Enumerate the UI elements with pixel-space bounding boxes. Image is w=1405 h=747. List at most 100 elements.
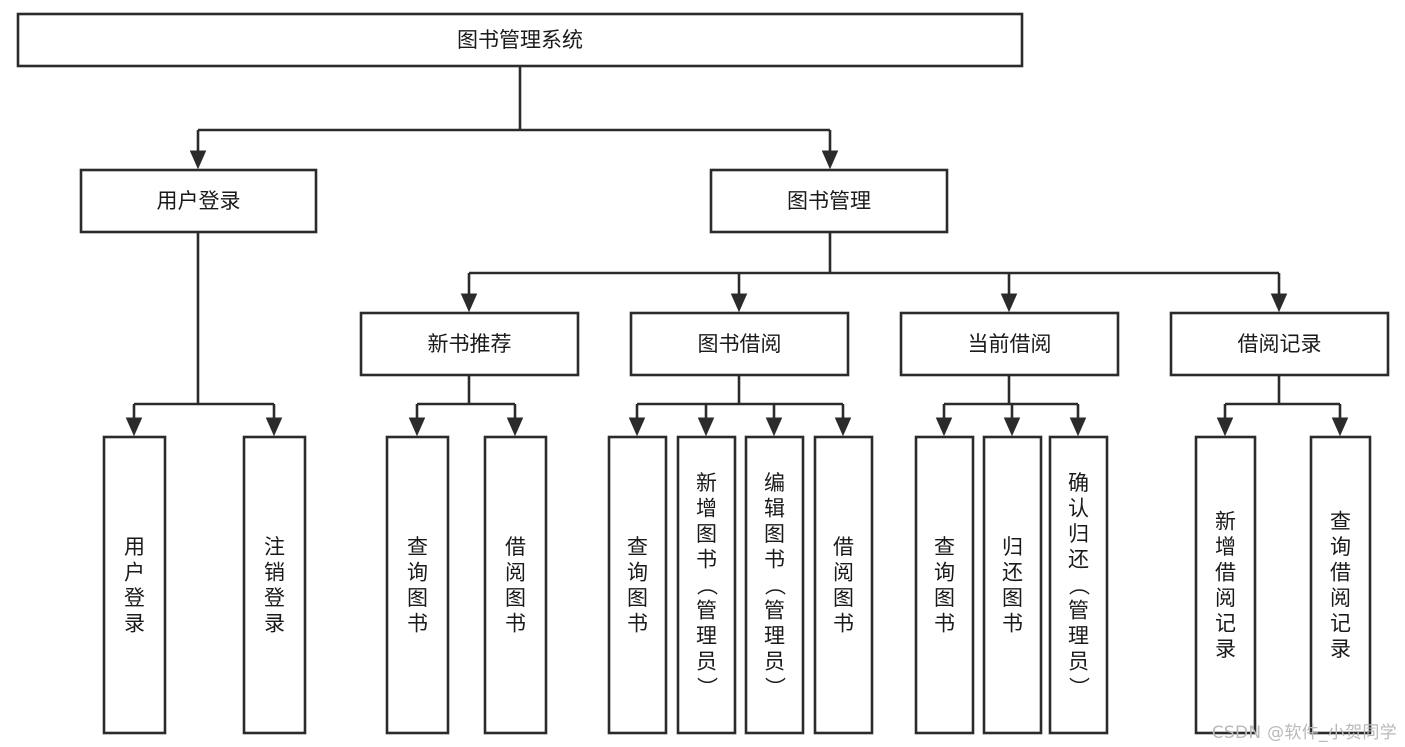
node-user-login[interactable]: 用户登录 (79, 168, 318, 234)
node-label-book-borrow: 图书借阅 (698, 332, 782, 356)
node-label-char-leaf-query-book-current-2: 图 (934, 586, 955, 610)
node-box-new-book-recommend (359, 311, 580, 377)
node-label-char-leaf-borrow-book-new-1: 阅 (505, 560, 526, 584)
node-new-book-recommend[interactable]: 新书推荐 (359, 311, 580, 377)
node-label-char-leaf-query-book-current-1: 询 (934, 560, 955, 584)
node-box-leaf-query-book-borrow (607, 435, 668, 735)
node-label-char-leaf-query-borrow-record-5: 录 (1330, 637, 1351, 661)
node-label-char-leaf-query-book-new-3: 书 (407, 611, 428, 635)
node-label-char-leaf-logout-3: 录 (264, 611, 285, 635)
node-label-char-leaf-add-book-admin-7: 员 (696, 650, 717, 674)
node-label-char-leaf-borrow-book-3: 书 (833, 611, 854, 635)
node-label-char-leaf-edit-book-admin-8: ） (763, 677, 787, 698)
arrow-to-current-borrow (1000, 293, 1018, 313)
node-label-char-leaf-edit-book-admin-2: 图 (764, 522, 785, 546)
node-label-char-leaf-edit-book-admin-3: 书 (764, 548, 785, 572)
node-box-leaf-query-book-new (385, 435, 450, 735)
node-label-char-leaf-add-book-admin-6: 理 (696, 624, 717, 648)
node-label-char-leaf-edit-book-admin-0: 编 (764, 471, 785, 495)
node-label-char-leaf-confirm-return-admin-1: 认 (1068, 497, 1089, 521)
arrow-to-leaf-query-borrow-record (1331, 417, 1349, 437)
node-label-root: 图书管理系统 (457, 28, 583, 52)
node-label-char-leaf-edit-book-admin-6: 理 (764, 624, 785, 648)
arrow-to-leaf-query-book-new (408, 417, 426, 437)
node-label-char-leaf-confirm-return-admin-0: 确 (1068, 471, 1089, 495)
node-label-char-leaf-query-borrow-record-2: 借 (1330, 560, 1351, 584)
node-label-char-leaf-query-book-new-2: 图 (407, 586, 428, 610)
node-label-char-leaf-query-book-borrow-1: 询 (627, 560, 648, 584)
node-book-management[interactable]: 图书管理 (709, 168, 949, 234)
node-label-user-login: 用户登录 (157, 189, 241, 213)
arrow-to-leaf-add-book-admin (697, 417, 715, 437)
node-box-leaf-logout (242, 435, 307, 735)
arrow-to-leaf-borrow-book-new (506, 417, 524, 437)
node-box-leaf-borrow-book (813, 435, 874, 735)
node-book-borrow[interactable]: 图书借阅 (629, 311, 850, 377)
arrow-to-borrow-records (1270, 293, 1288, 313)
arrow-to-leaf-return-book (1003, 417, 1021, 437)
node-label-char-leaf-add-borrow-record-1: 增 (1215, 535, 1236, 559)
node-label-char-leaf-add-book-admin-3: 书 (696, 548, 717, 572)
node-label-char-leaf-borrow-book-new-3: 书 (505, 611, 526, 635)
node-box-current-borrow (899, 311, 1120, 377)
node-borrow-records[interactable]: 借阅记录 (1169, 311, 1390, 377)
node-label-char-leaf-add-book-admin-2: 图 (696, 522, 717, 546)
node-leaf-user-login[interactable]: 用户登录 (102, 435, 167, 735)
node-layer: 图书管理系统用户登录图书管理新书推荐图书借阅当前借阅借阅记录用户登录注销登录查询… (16, 12, 1390, 735)
node-label-char-leaf-query-book-new-1: 询 (407, 560, 428, 584)
node-label-char-leaf-borrow-book-2: 图 (833, 586, 854, 610)
arrow-to-leaf-add-borrow-record (1216, 417, 1234, 437)
node-box-book-borrow (629, 311, 850, 377)
node-label-char-leaf-borrow-book-1: 阅 (833, 560, 854, 584)
node-label-char-leaf-confirm-return-admin-3: 还 (1068, 548, 1089, 572)
node-box-leaf-add-borrow-record (1194, 435, 1257, 735)
arrow-to-user-login (189, 150, 207, 170)
node-box-borrow-records (1169, 311, 1390, 377)
node-label-char-leaf-confirm-return-admin-6: 理 (1068, 624, 1089, 648)
node-box-leaf-user-login (102, 435, 167, 735)
node-root[interactable]: 图书管理系统 (16, 12, 1024, 68)
node-label-char-leaf-confirm-return-admin-2: 归 (1068, 522, 1089, 546)
node-label-char-leaf-return-book-2: 图 (1002, 586, 1023, 610)
node-box-leaf-edit-book-admin (744, 435, 805, 735)
node-label-char-leaf-query-book-borrow-0: 查 (627, 535, 648, 559)
node-box-leaf-borrow-book-new (483, 435, 548, 735)
node-label-char-leaf-edit-book-admin-1: 辑 (764, 497, 785, 521)
node-box-leaf-return-book (982, 435, 1043, 735)
node-box-user-login (79, 168, 318, 234)
arrow-to-leaf-query-book-current (935, 417, 953, 437)
node-label-char-leaf-logout-0: 注 (264, 535, 285, 559)
watermark-label: CSDN @软件_小贺同学 (1211, 723, 1397, 743)
node-box-leaf-confirm-return-admin (1048, 435, 1109, 735)
node-current-borrow[interactable]: 当前借阅 (899, 311, 1120, 377)
node-label-char-leaf-return-book-1: 还 (1002, 560, 1023, 584)
arrow-to-leaf-confirm-return-admin (1069, 417, 1087, 437)
node-label-char-leaf-add-borrow-record-4: 记 (1215, 611, 1236, 635)
node-label-char-leaf-confirm-return-admin-5: 管 (1068, 599, 1089, 623)
node-label-char-leaf-logout-1: 销 (264, 560, 285, 584)
node-label-book-management: 图书管理 (787, 189, 871, 213)
node-label-char-leaf-query-book-borrow-2: 图 (627, 586, 648, 610)
node-label-borrow-records: 借阅记录 (1238, 332, 1322, 356)
node-label-char-leaf-edit-book-admin-4: （ (763, 575, 787, 596)
node-box-leaf-add-book-admin (676, 435, 737, 735)
node-label-new-book-recommend: 新书推荐 (428, 332, 512, 356)
node-label-char-leaf-return-book-0: 归 (1002, 535, 1023, 559)
arrow-to-new-book-recommend (460, 293, 478, 313)
node-box-leaf-query-book-current (914, 435, 975, 735)
node-label-char-leaf-query-borrow-record-3: 阅 (1330, 586, 1351, 610)
